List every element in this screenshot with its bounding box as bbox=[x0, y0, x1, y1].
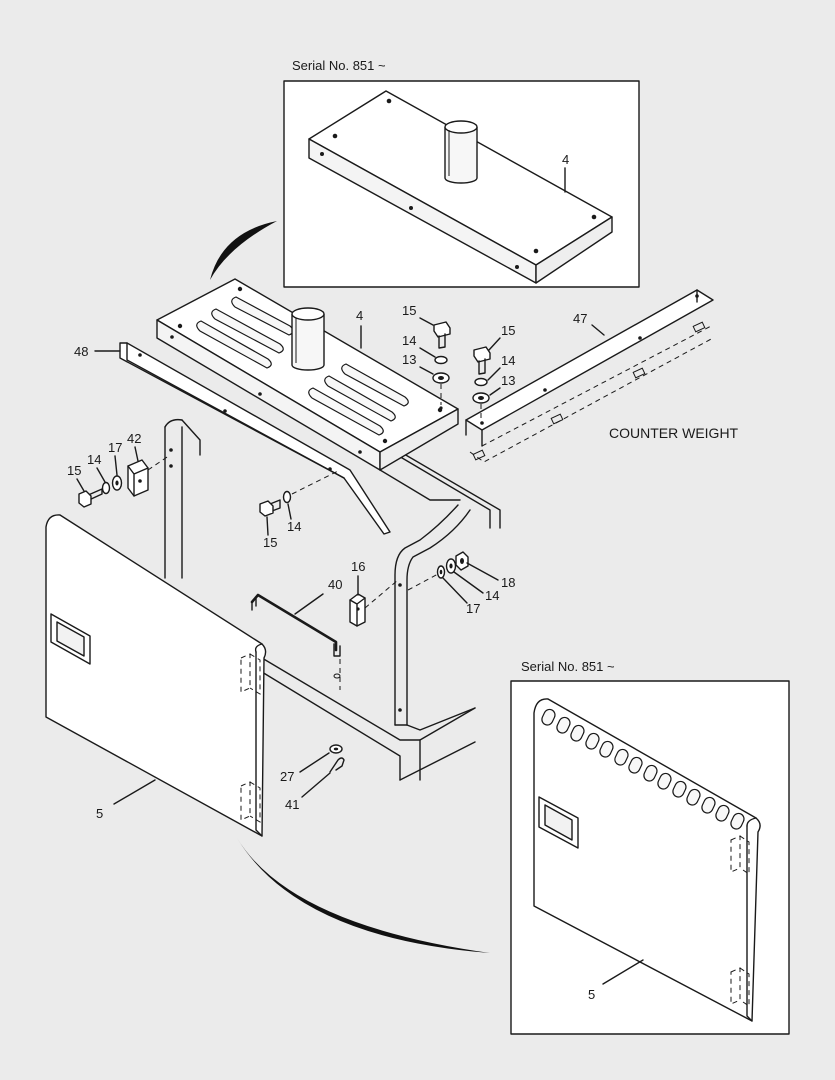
leader-15-d bbox=[266, 516, 269, 536]
leader-14-c bbox=[96, 467, 106, 483]
leader-15-a bbox=[419, 317, 434, 326]
leader-13-b bbox=[489, 387, 501, 396]
callout-17-a: 17 bbox=[108, 440, 122, 455]
callout-main-4: 4 bbox=[356, 308, 363, 323]
leader-42 bbox=[134, 446, 139, 462]
callout-14-a: 14 bbox=[402, 333, 416, 348]
callout-15-c: 15 bbox=[67, 463, 81, 478]
center-bolt-group bbox=[259, 469, 341, 517]
support-frame bbox=[164, 418, 501, 781]
callout-47: 47 bbox=[573, 311, 587, 326]
leader-13-a bbox=[419, 366, 434, 375]
leader-41 bbox=[301, 772, 331, 798]
callout-13-a: 13 bbox=[402, 352, 416, 367]
leader-17-a bbox=[114, 455, 118, 476]
leader-14-a bbox=[419, 347, 436, 358]
leader-15-b bbox=[488, 337, 501, 351]
callout-14-d: 14 bbox=[287, 519, 301, 534]
callout-27: 27 bbox=[280, 769, 294, 784]
curved-arrow-top bbox=[210, 221, 277, 280]
inset-top: Serial No. 851 ~ 4 bbox=[283, 58, 640, 288]
leader-27 bbox=[299, 752, 330, 773]
bracket-16 bbox=[349, 579, 399, 627]
main-plate-4 bbox=[156, 278, 459, 471]
inset-bottom: Serial No. 851 ~ bbox=[510, 659, 790, 1035]
callout-15-d: 15 bbox=[263, 535, 277, 550]
leader-5-inset bbox=[602, 959, 644, 985]
callout-14-c: 14 bbox=[87, 452, 101, 467]
inset-top-caption: Serial No. 851 ~ bbox=[292, 58, 386, 73]
door-panel-5 bbox=[45, 514, 267, 837]
callout-5-inset: 5 bbox=[588, 987, 595, 1002]
leader-14-e bbox=[453, 571, 484, 594]
leader-18 bbox=[466, 562, 499, 581]
callout-14-e: 14 bbox=[485, 588, 499, 603]
handle-40 bbox=[250, 593, 341, 690]
callout-inset-top-4: 4 bbox=[562, 152, 569, 167]
callout-13-b: 13 bbox=[501, 373, 515, 388]
callout-14-b: 14 bbox=[501, 353, 515, 368]
callout-42: 42 bbox=[127, 431, 141, 446]
inset-bottom-door-panel bbox=[533, 698, 761, 1022]
leader-17-b bbox=[442, 577, 468, 604]
bolt-stack-a bbox=[432, 321, 451, 410]
inset-bottom-caption: Serial No. 851 ~ bbox=[521, 659, 615, 674]
rail-47 bbox=[465, 289, 714, 463]
callout-16: 16 bbox=[351, 559, 365, 574]
curved-arrow-bottom bbox=[237, 838, 490, 953]
bolt-stack-b bbox=[472, 346, 491, 420]
callout-48: 48 bbox=[74, 344, 88, 359]
counter-weight-label: COUNTER WEIGHT bbox=[609, 425, 739, 441]
left-fastener-group bbox=[78, 454, 171, 508]
leader-40 bbox=[294, 593, 324, 615]
leader-15-c bbox=[76, 478, 85, 492]
callout-17-b: 17 bbox=[466, 601, 480, 616]
callout-40: 40 bbox=[328, 577, 342, 592]
callout-15-b: 15 bbox=[501, 323, 515, 338]
leader-14-d bbox=[287, 503, 292, 520]
inset-top-plate bbox=[308, 90, 613, 284]
callout-15-a: 15 bbox=[402, 303, 416, 318]
leader-14-b bbox=[487, 367, 501, 381]
callout-5-main: 5 bbox=[96, 806, 103, 821]
callout-41: 41 bbox=[285, 797, 299, 812]
callout-18: 18 bbox=[501, 575, 515, 590]
pin-group bbox=[329, 744, 345, 773]
right-fastener-group bbox=[407, 551, 469, 591]
leader-47 bbox=[591, 324, 605, 336]
leader-5-main bbox=[113, 779, 156, 805]
angled-plate-48 bbox=[119, 342, 391, 535]
